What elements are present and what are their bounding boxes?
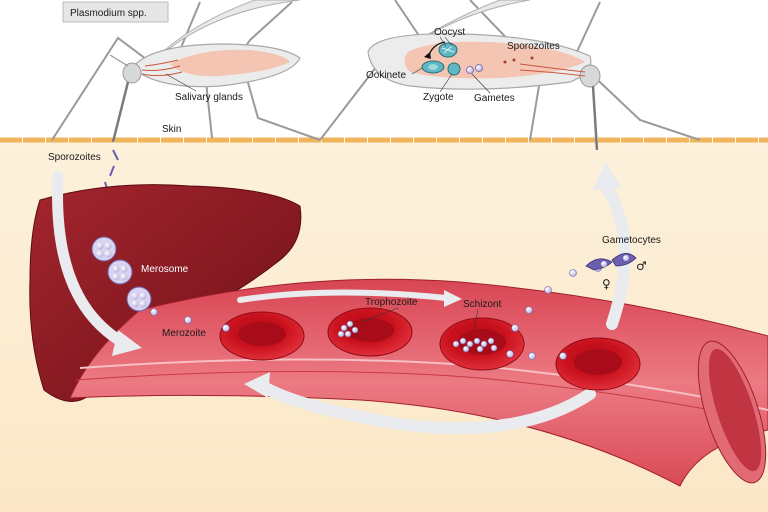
red-blood-cells	[219, 307, 641, 391]
label-zygote: Zygote	[423, 92, 454, 103]
label-merosome: Merosome	[141, 264, 189, 275]
merosomes	[91, 236, 158, 316]
title: Plasmodium spp.	[70, 8, 147, 19]
female-symbol: ♀	[602, 277, 611, 291]
label-gametocytes: Gametocytes	[602, 235, 661, 246]
title-box	[62, 1, 169, 23]
mosquito-right	[319, 0, 701, 151]
label-sporozoites-left: Sporozoites	[48, 152, 101, 163]
label-gametes: Gametes	[474, 93, 515, 104]
label-sporozoites-right: Sporozoites	[507, 41, 560, 52]
label-skin: Skin	[162, 124, 181, 135]
label-trophozoite: Trophozoite	[365, 297, 418, 308]
label-merozoite: Merozoite	[162, 328, 206, 339]
label-schizont: Schizont	[463, 299, 502, 310]
leader-lines	[165, 36, 491, 331]
cycle-arrows	[52, 162, 631, 435]
gametocytes	[585, 253, 637, 271]
label-oocyst: Oocyst	[434, 27, 465, 38]
male-symbol: ♂	[636, 259, 647, 273]
label-salivary-glands: Salivary glands	[175, 92, 243, 103]
parasites	[184, 264, 602, 360]
label-ookinete: Ookinete	[366, 70, 406, 81]
